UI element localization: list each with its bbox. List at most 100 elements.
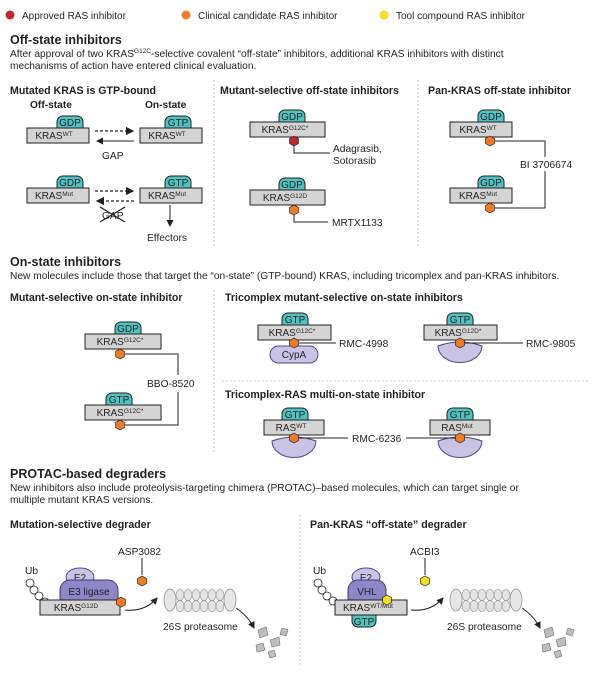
clinical-inhibitor-hexagon-icon	[115, 419, 125, 431]
kras-mut-box	[26, 187, 90, 204]
gtp-label: GTP	[168, 118, 189, 129]
gdp-cap	[56, 115, 84, 129]
kras-mut-label: KRASMut	[35, 191, 73, 202]
gtp-cap	[351, 614, 377, 628]
e2-label: E2	[360, 573, 373, 584]
gtp-cap	[164, 115, 192, 129]
kras-wt-label: KRASWT	[148, 131, 185, 142]
legend-tool-label: Tool compound RAS inhibitor	[396, 11, 526, 22]
peptide-fragment-icon	[255, 626, 289, 659]
e3-ligase-protein	[59, 579, 119, 601]
panel-tricomplex-mutant-selective: Tricomplex mutant-selective on-state inh…	[225, 292, 576, 364]
effectors-label: Effectors	[147, 233, 187, 244]
kras-mut-box	[449, 187, 513, 204]
panel-title: Pan-KRAS “off-state” degrader	[310, 519, 467, 531]
drug-sotorasib: Sotorasib	[333, 156, 376, 167]
drug-rmc6236: RMC-6236	[352, 434, 402, 445]
gdp-cap	[477, 175, 505, 189]
legend-tool-dot	[379, 10, 389, 20]
panel-mutant-selective-on: Mutant-selective on-state inhibitor GDP …	[10, 292, 195, 431]
clinical-inhibitor-hexagon-icon	[115, 348, 125, 360]
gdp-label: GDP	[59, 118, 81, 129]
drug-rmc9805: RMC-9805	[526, 339, 576, 350]
off-state-label: Off-state	[30, 100, 72, 111]
legend-clinical-dot	[181, 10, 191, 20]
panel-title: Mutant-selective on-state inhibitor	[10, 292, 182, 304]
legend-approved-dot	[5, 10, 15, 20]
protac-title: PROTAC-based degraders	[10, 467, 166, 481]
e3-label: E3 ligase	[68, 587, 110, 598]
kras-wt-box	[139, 127, 203, 144]
clinical-inhibitor-hexagon-icon	[289, 432, 299, 444]
proteasome-icon	[449, 588, 523, 612]
panel-mutated-kras: Mutated KRAS is GTP-bound Off-state On-s…	[10, 85, 203, 244]
drug-acbi3: ACBI3	[410, 547, 440, 558]
kras-mut-box	[139, 187, 203, 204]
clinical-inhibitor-hexagon-icon	[485, 202, 495, 214]
gtp-label: GTP	[168, 178, 189, 189]
drug-rmc4998: RMC-4998	[339, 339, 389, 350]
gtp-cap	[281, 312, 309, 326]
protac-desc-line2: multiple mutant KRAS versions.	[10, 495, 153, 506]
gdp-label: GDP	[59, 178, 81, 189]
gdp-cap	[114, 321, 142, 335]
gdp-cap	[278, 109, 306, 123]
panel-tricomplex-multi: Tricomplex-RAS multi-on-state inhibitor …	[225, 389, 491, 458]
ub-label: Ub	[313, 566, 326, 577]
drug-mrtx1133: MRTX1133	[332, 218, 383, 229]
on-state-label: On-state	[145, 100, 187, 111]
fragment-arrow-icon	[521, 607, 541, 629]
fragment-arrow-icon	[235, 607, 255, 629]
kras-g12d-label: KRASG12D	[54, 603, 99, 614]
degradation-arrow-icon	[410, 597, 444, 611]
tool-compound-hexagon-icon	[382, 594, 392, 606]
kras-g12d-box	[39, 599, 121, 616]
legend-clinical-label: Clinical candidate RAS inhibitor	[198, 11, 338, 22]
legend: Approved RAS inhibitor Clinical candidat…	[5, 10, 526, 22]
kras-wt-box	[26, 127, 90, 144]
connector-line	[293, 146, 330, 154]
panel-mutation-selective-degrader: Mutation-selective degrader Ub E2 E3 lig…	[10, 519, 289, 659]
kras-g12c-box	[84, 333, 162, 350]
gdp-cap	[477, 109, 505, 123]
kras-g12d-label: KRASG12D*	[435, 328, 482, 339]
clinical-inhibitor-hexagon-icon	[455, 432, 465, 444]
kras-wt-box	[449, 121, 513, 138]
gtp-cap	[281, 407, 309, 421]
gdp-label: GDP	[281, 112, 303, 123]
legend-approved-label: Approved RAS inhibitor	[22, 11, 127, 22]
protac-desc-line1: New inhibitors also include proteolysis-…	[10, 483, 519, 494]
gtp-cap	[446, 312, 474, 326]
vhl-label: VHL	[357, 587, 377, 598]
cross-out-icon	[99, 206, 126, 223]
gtp-cap	[105, 392, 133, 406]
on-state-desc: New molecules include those that target …	[10, 271, 559, 282]
clinical-inhibitor-hexagon-icon	[137, 575, 147, 587]
ras-mut-label: RASMut	[441, 423, 473, 434]
gdp-label: GDP	[480, 112, 502, 123]
gtp-label: GTP	[285, 315, 306, 326]
degradation-arrow-icon	[124, 597, 158, 611]
kras-g12c-label: KRASG12C*	[269, 328, 316, 339]
off-state-desc-line2: mechanisms of action have entered clinic…	[10, 61, 256, 72]
kras-wt-label: KRASWT	[35, 131, 72, 142]
off-state-title: Off-state inhibitors	[10, 33, 122, 47]
proteasome-label: 26S proteasome	[163, 622, 238, 633]
gtp-label: GTP	[285, 410, 306, 421]
vhl-protein	[347, 579, 387, 601]
e2-label: E2	[74, 573, 87, 584]
gdp-label: GDP	[480, 178, 502, 189]
drug-bbo8520: BBO-8520	[147, 379, 195, 390]
ub-label: Ub	[25, 566, 38, 577]
gap-crossed-label: GAP	[102, 211, 124, 222]
gdp-label: GDP	[117, 324, 139, 335]
gtp-label: GTP	[450, 410, 471, 421]
kras-wt-mut-label: KRASWT/Mut	[343, 603, 393, 614]
off-state-desc-line1: After approval of two KRASG12C-selective…	[10, 48, 504, 60]
drug-bi3706674: BI 3706674	[520, 160, 572, 171]
gdp-cap	[278, 177, 306, 191]
connector-line	[293, 215, 328, 223]
gdp-label: GDP	[281, 180, 303, 191]
drug-asp3082: ASP3082	[118, 547, 161, 558]
